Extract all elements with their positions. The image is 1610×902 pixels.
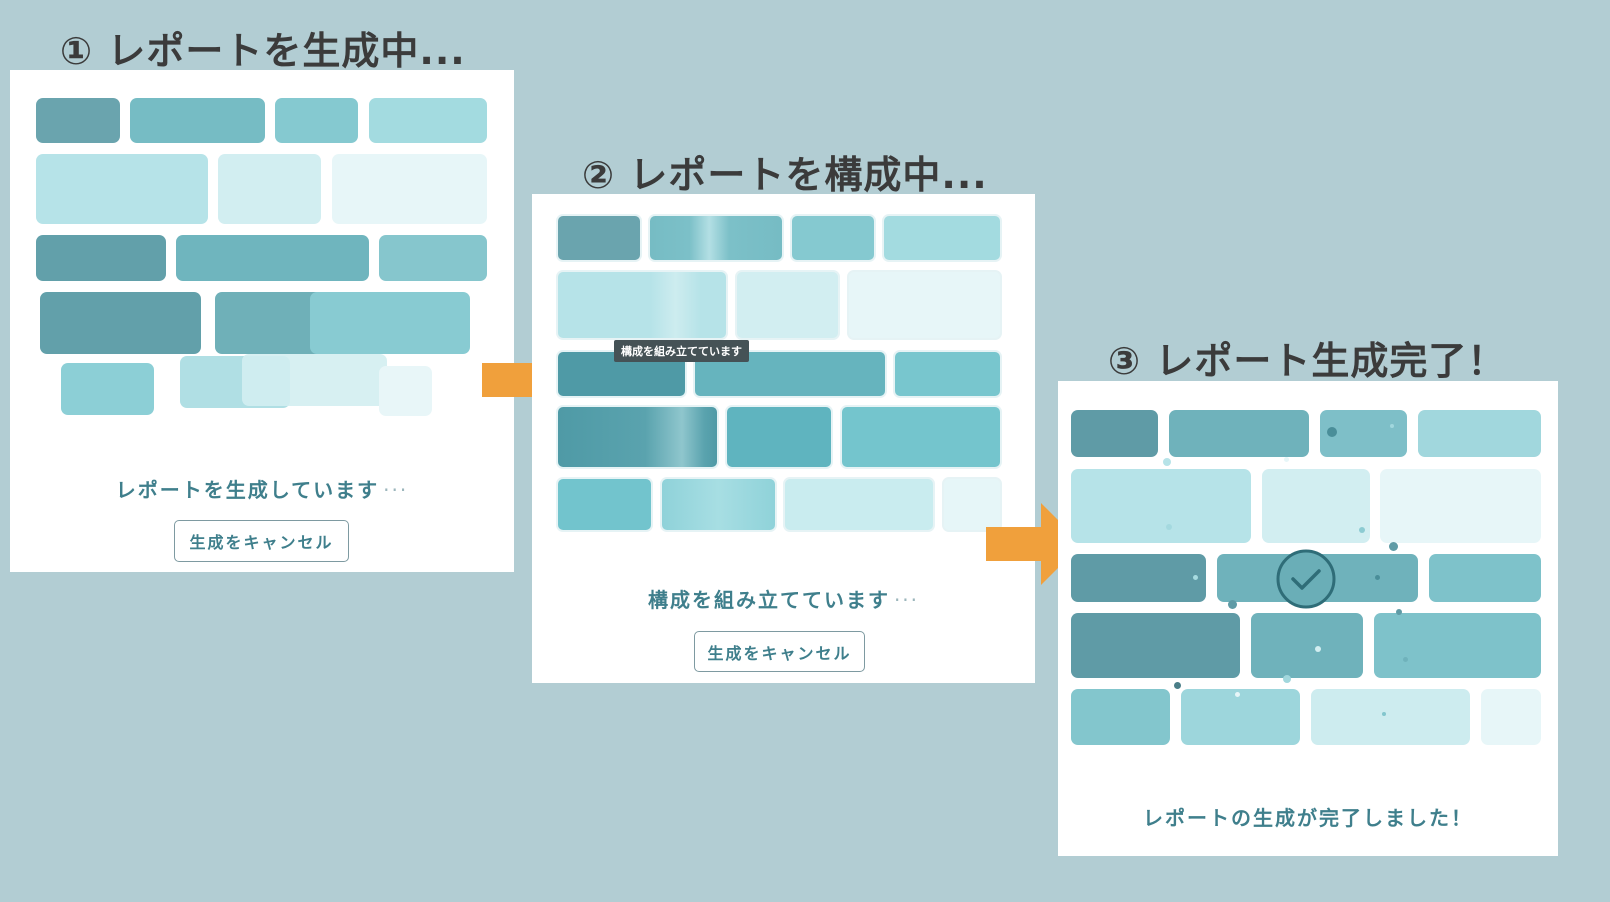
skeleton-block xyxy=(942,477,1002,532)
skeleton-block xyxy=(882,214,1002,262)
confetti-dot xyxy=(1235,692,1240,697)
confetti-dot xyxy=(1193,575,1198,580)
skeleton-block xyxy=(36,98,120,143)
skeleton-block xyxy=(379,235,487,281)
skeleton-block xyxy=(379,366,432,416)
check-circle-icon xyxy=(1276,549,1336,609)
skeleton-block xyxy=(61,363,154,415)
skeleton-block xyxy=(36,235,166,281)
skeleton-block xyxy=(1071,469,1251,543)
confetti-dot xyxy=(1327,427,1337,437)
skeleton-block xyxy=(176,235,369,281)
skeleton-block xyxy=(556,405,719,469)
skeleton-block xyxy=(1374,613,1541,678)
confetti-dot xyxy=(1403,657,1408,662)
confetti-dot xyxy=(1163,458,1171,466)
skeleton-block xyxy=(1169,410,1309,457)
skeleton-block xyxy=(1071,613,1240,678)
step-2-title: ② レポートを構成中... xyxy=(582,153,988,197)
step-3-title: ③ レポート生成完了！ xyxy=(1108,339,1507,383)
skeleton-block xyxy=(1071,689,1170,745)
confetti-dot xyxy=(1389,542,1398,551)
confetti-dot xyxy=(1174,682,1181,689)
skeleton-block xyxy=(1262,469,1370,543)
skeleton-block xyxy=(242,354,387,406)
skeleton-block xyxy=(1380,469,1541,543)
status-text: レポートを生成しています··· xyxy=(10,474,514,503)
cancel-button[interactable]: 生成をキャンセル xyxy=(694,631,865,672)
skeleton-block xyxy=(840,405,1002,469)
confetti-dot xyxy=(1390,424,1394,428)
status-label: レポートの生成が完了しました！ xyxy=(1143,806,1473,830)
skeleton-block xyxy=(790,214,876,262)
skeleton-block xyxy=(556,270,728,340)
tooltip: 構成を組み立てています xyxy=(614,340,749,362)
confetti-dot xyxy=(1284,457,1289,462)
skeleton-block xyxy=(725,405,833,469)
skeleton-block xyxy=(893,350,1002,398)
cancel-button[interactable]: 生成をキャンセル xyxy=(174,520,349,562)
skeleton-block xyxy=(1071,410,1158,457)
skeleton-block xyxy=(648,214,784,262)
confetti-dot xyxy=(1228,600,1237,609)
confetti-dot xyxy=(1315,646,1321,652)
status-text: レポートの生成が完了しました！ xyxy=(1058,802,1558,831)
confetti-dot xyxy=(1283,675,1291,683)
skeleton-block xyxy=(332,154,487,224)
skeleton-block xyxy=(1311,689,1470,745)
skeleton-block xyxy=(275,98,358,143)
skeleton-block xyxy=(847,270,1002,340)
skeleton-block xyxy=(660,477,777,532)
status-label: 構成を組み立てています xyxy=(647,588,890,612)
skeleton-block xyxy=(215,292,325,354)
skeleton-block xyxy=(218,154,321,224)
skeleton-block xyxy=(36,154,208,224)
skeleton-block xyxy=(1418,410,1541,457)
skeleton-block xyxy=(310,292,470,354)
step-2-panel: 構成を組み立てています 構成を組み立てています··· 生成をキャンセル xyxy=(532,194,1035,683)
skeleton-block xyxy=(735,270,840,340)
skeleton-block xyxy=(556,214,642,262)
step-3-panel: レポートの生成が完了しました！ xyxy=(1058,381,1558,856)
skeleton-block xyxy=(1071,554,1206,602)
confetti-dot xyxy=(1382,712,1386,716)
skeleton-block xyxy=(130,98,265,143)
status-dots: ··· xyxy=(893,588,920,612)
skeleton-block xyxy=(1429,554,1541,602)
skeleton-block xyxy=(369,98,487,143)
confetti-dot xyxy=(1375,575,1380,580)
confetti-dot xyxy=(1166,524,1172,530)
skeleton-block xyxy=(1181,689,1300,745)
confetti-dot xyxy=(1359,527,1365,533)
status-dots: ··· xyxy=(383,478,409,502)
skeleton-block xyxy=(1251,613,1363,678)
status-label: レポートを生成しています xyxy=(115,478,380,502)
skeleton-block xyxy=(556,477,653,532)
step-1-title: ① レポートを生成中... xyxy=(60,29,466,73)
status-text: 構成を組み立てています··· xyxy=(532,584,1035,613)
skeleton-block xyxy=(783,477,935,532)
skeleton-block xyxy=(1481,689,1541,745)
skeleton-block xyxy=(40,292,201,354)
confetti-dot xyxy=(1396,609,1402,615)
step-1-panel: レポートを生成しています··· 生成をキャンセル xyxy=(10,70,514,572)
